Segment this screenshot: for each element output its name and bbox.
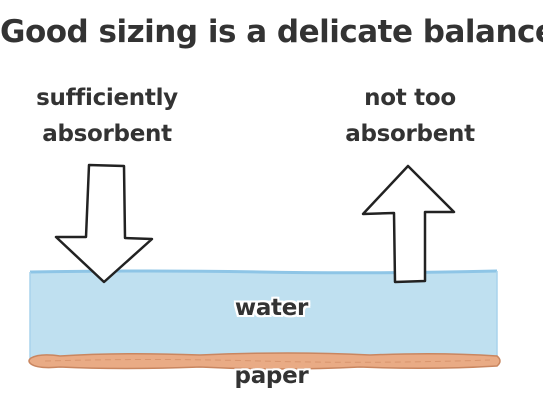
diagram-title: Good sizing is a delicate balance: [0, 14, 543, 50]
right-label-line2: absorbent: [345, 121, 475, 147]
right-label: not too absorbent: [330, 80, 490, 152]
paper-label: paper: [234, 363, 309, 389]
left-label: sufficiently absorbent: [18, 80, 196, 152]
paper-layer: [28, 352, 501, 370]
up-arrow-icon: [361, 164, 456, 284]
left-label-line2: absorbent: [42, 121, 172, 147]
water-label: water: [234, 295, 309, 321]
right-label-line1: not too: [364, 85, 456, 111]
left-label-line1: sufficiently: [36, 85, 178, 111]
down-arrow-icon: [54, 163, 154, 284]
water-body: [30, 272, 497, 360]
paper-strip: [28, 352, 501, 370]
